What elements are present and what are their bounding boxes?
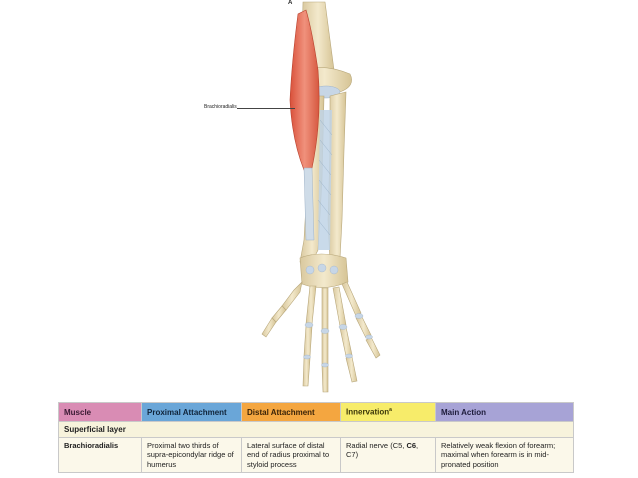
brachioradialis-label: Brachioradialis [204,104,237,110]
header-main-action: Main Action [435,402,574,422]
forearm-illustration [261,1,381,393]
interosseous-membrane [318,110,332,250]
cell-muscle: Brachioradialis [58,436,142,474]
brachioradialis-tendon [303,167,315,241]
innervation-pre: Radial nerve (C5, [346,441,407,450]
finger-joints [303,313,373,368]
table-row: Brachioradialis Proximal two thirds of s… [58,436,574,474]
panel-letter: A [288,0,293,6]
cell-proximal: Proximal two thirds of supra-epicondylar… [141,436,242,474]
cell-action: Relatively weak flexion of forearm; maxi… [435,436,574,474]
header-innervation-text: Innervation [346,407,390,417]
innervation-post: , C7) [346,441,419,460]
cell-innervation: Radial nerve (C5, C6, C7) [340,436,436,474]
innervation-bold: C6 [406,441,417,450]
header-innervation-mark: a [389,407,392,414]
header-distal-attachment: Distal Attachment [241,402,341,422]
header-muscle: Muscle [58,402,142,422]
table-header-row: Muscle Proximal Attachment Distal Attach… [58,402,574,422]
thumb-bones [261,281,303,338]
section-row: Superficial layer [58,421,574,438]
section-label: Superficial layer [58,421,574,438]
label-leader-line [237,108,295,109]
cell-distal: Lateral surface of distal end of radius … [241,436,341,474]
muscle-table: Muscle Proximal Attachment Distal Attach… [58,402,574,474]
header-proximal-attachment: Proximal Attachment [141,402,242,422]
header-innervation: Innervationa [340,402,436,422]
anatomy-figure: A [204,0,381,393]
